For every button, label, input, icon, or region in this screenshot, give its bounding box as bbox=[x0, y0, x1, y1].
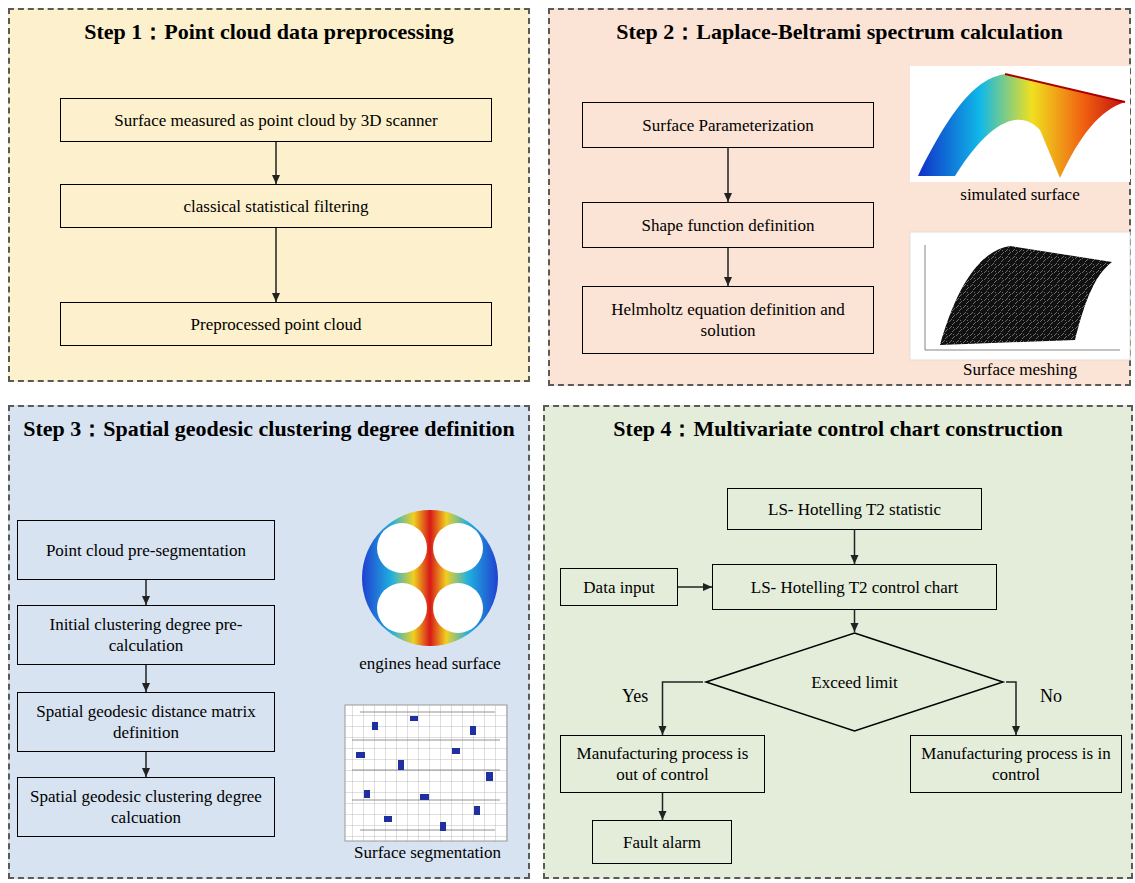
process-box: LS- Hotelling T2 statistic bbox=[727, 488, 982, 530]
process-box: Preprocessed point cloud bbox=[60, 302, 492, 346]
figure-caption: simulated surface bbox=[905, 185, 1135, 205]
engine-head-surface bbox=[362, 510, 498, 646]
step-panel: Step 4：Multivariate control chart constr… bbox=[543, 405, 1133, 879]
step-heading: Step 2：Laplace-Beltrami spectrum calcula… bbox=[550, 10, 1129, 45]
flow-arrow bbox=[145, 665, 147, 692]
flow-arrow bbox=[727, 248, 729, 286]
box-text: Spatial geodesic distance matrix definit… bbox=[26, 701, 266, 743]
process-box: Data input bbox=[560, 568, 678, 606]
box-text: Exceed limit bbox=[811, 672, 897, 693]
box-text: LS- Hotelling T2 statistic bbox=[768, 499, 941, 520]
box-text: Surface measured as point cloud by 3D sc… bbox=[114, 110, 437, 131]
box-text: Data input bbox=[583, 577, 654, 598]
box-text: Preprocessed point cloud bbox=[191, 314, 362, 335]
process-box: Manufacturing process is in control bbox=[910, 735, 1122, 793]
flow-arrow bbox=[854, 530, 856, 564]
flow-arrow bbox=[275, 142, 277, 184]
box-text: Point cloud pre-segmentation bbox=[46, 540, 246, 561]
process-box: classical statistical filtering bbox=[60, 184, 492, 228]
flow-arrow bbox=[854, 610, 856, 632]
figure-caption: Surface meshing bbox=[905, 360, 1135, 380]
box-text: LS- Hotelling T2 control chart bbox=[751, 577, 958, 598]
step-heading: Step 3：Spatial geodesic clustering degre… bbox=[10, 407, 528, 442]
process-box: Spatial geodesic distance matrix definit… bbox=[17, 692, 275, 752]
box-text: classical statistical filtering bbox=[183, 196, 368, 217]
process-box: Shape function definition bbox=[582, 202, 874, 248]
surface-segmentation bbox=[345, 705, 507, 841]
simulated-surface bbox=[910, 66, 1130, 182]
process-box: Initial clustering degree pre-calculatio… bbox=[17, 605, 275, 665]
surface-meshing bbox=[910, 232, 1130, 360]
flow-arrow bbox=[678, 586, 712, 588]
edge-label: Yes bbox=[620, 686, 650, 706]
flow-arrow bbox=[275, 228, 277, 302]
box-text: Shape function definition bbox=[642, 215, 815, 236]
process-box: Point cloud pre-segmentation bbox=[17, 520, 275, 580]
box-text: Surface Parameterization bbox=[642, 115, 813, 136]
edge-label: No bbox=[1038, 686, 1064, 706]
process-box: Spatial geodesic clustering degree calcu… bbox=[17, 777, 275, 837]
step-heading: Step 1：Point cloud data preprocessing bbox=[10, 10, 528, 45]
flow-arrow bbox=[145, 752, 147, 777]
box-text: Initial clustering degree pre-calculatio… bbox=[26, 614, 266, 656]
flow-arrow bbox=[662, 793, 664, 820]
box-text: Manufacturing process is out of control bbox=[569, 743, 756, 785]
process-box: Manufacturing process is out of control bbox=[560, 735, 765, 793]
process-box: Helmholtz equation definition and soluti… bbox=[582, 286, 874, 354]
box-text: Manufacturing process is in control bbox=[919, 743, 1113, 785]
process-box: Surface measured as point cloud by 3D sc… bbox=[60, 98, 492, 142]
figure-caption: engines head surface bbox=[345, 654, 515, 674]
process-box: LS- Hotelling T2 control chart bbox=[712, 564, 997, 610]
decision-diamond: Exceed limit bbox=[703, 632, 1006, 732]
step-heading: Step 4：Multivariate control chart constr… bbox=[545, 407, 1131, 442]
step-panel: Step 1：Point cloud data preprocessingSur… bbox=[8, 8, 530, 382]
flow-arrow bbox=[727, 148, 729, 202]
box-text: Fault alarm bbox=[623, 832, 701, 853]
process-box: Surface Parameterization bbox=[582, 102, 874, 148]
flow-arrow bbox=[145, 580, 147, 605]
figure-caption: Surface segmentation bbox=[335, 843, 520, 863]
process-box: Fault alarm bbox=[592, 820, 732, 864]
box-text: Spatial geodesic clustering degree calcu… bbox=[26, 786, 266, 828]
box-text: Helmholtz equation definition and soluti… bbox=[591, 299, 865, 341]
